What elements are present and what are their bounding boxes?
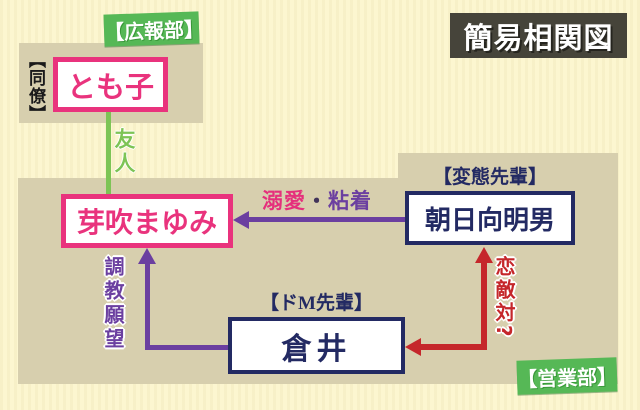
edge-dekiai-arrowhead	[233, 211, 249, 229]
pr-department-label-text: 【広報部】	[103, 18, 205, 45]
edge-label-chokyo: 調教願望	[101, 256, 125, 352]
person-name-kurai: 倉井	[281, 332, 352, 366]
edge-label-friend: 友人	[112, 128, 136, 176]
edge-rival-shaft-vertical	[481, 261, 487, 350]
tag-colleague: 【同僚】	[26, 51, 45, 123]
sales-department-label-text: 【営業部】	[516, 365, 618, 392]
edge-chokyo-arrowhead	[138, 248, 156, 264]
edge-label-separator: ・	[306, 189, 328, 213]
edge-label-dekiai: 溺愛	[262, 189, 306, 213]
edge-dekiai-shaft	[247, 217, 405, 222]
edge-label-rival: 恋敵対?	[492, 256, 516, 340]
person-name-tomoko: とも子	[66, 71, 154, 104]
person-name-mayumi: 芽吹まゆみ	[76, 208, 217, 239]
person-box-asahina: 朝日向明男	[405, 191, 575, 245]
sales-department-label: 【営業部】	[516, 357, 618, 395]
edge-label-dekiai-nenchaku: 溺愛・粘着	[262, 185, 372, 215]
edge-chokyo-shaft-vertical	[145, 262, 150, 350]
pr-department-label: 【広報部】	[103, 11, 205, 47]
edge-rival-arrowhead-left	[405, 338, 421, 356]
person-box-tomoko: とも子	[53, 57, 168, 112]
edge-rival-shaft-horizontal	[419, 344, 487, 350]
edge-chokyo-shaft-horizontal	[145, 345, 228, 350]
edge-rival-arrowhead-up	[475, 247, 493, 263]
diagram-title: 簡易相関図	[450, 13, 627, 58]
person-name-asahina: 朝日向明男	[424, 205, 555, 235]
person-box-kurai: 倉井	[228, 317, 405, 374]
edge-friend-line	[106, 102, 111, 194]
tag-hentai-senpai: 【変態先輩】	[432, 167, 547, 188]
tag-dom-senpai: 【ドM先輩】	[260, 293, 373, 314]
diagram-title-text: 簡易相関図	[463, 22, 614, 55]
person-box-mayumi: 芽吹まゆみ	[61, 194, 233, 248]
edge-label-nenchaku: 粘着	[328, 189, 372, 213]
